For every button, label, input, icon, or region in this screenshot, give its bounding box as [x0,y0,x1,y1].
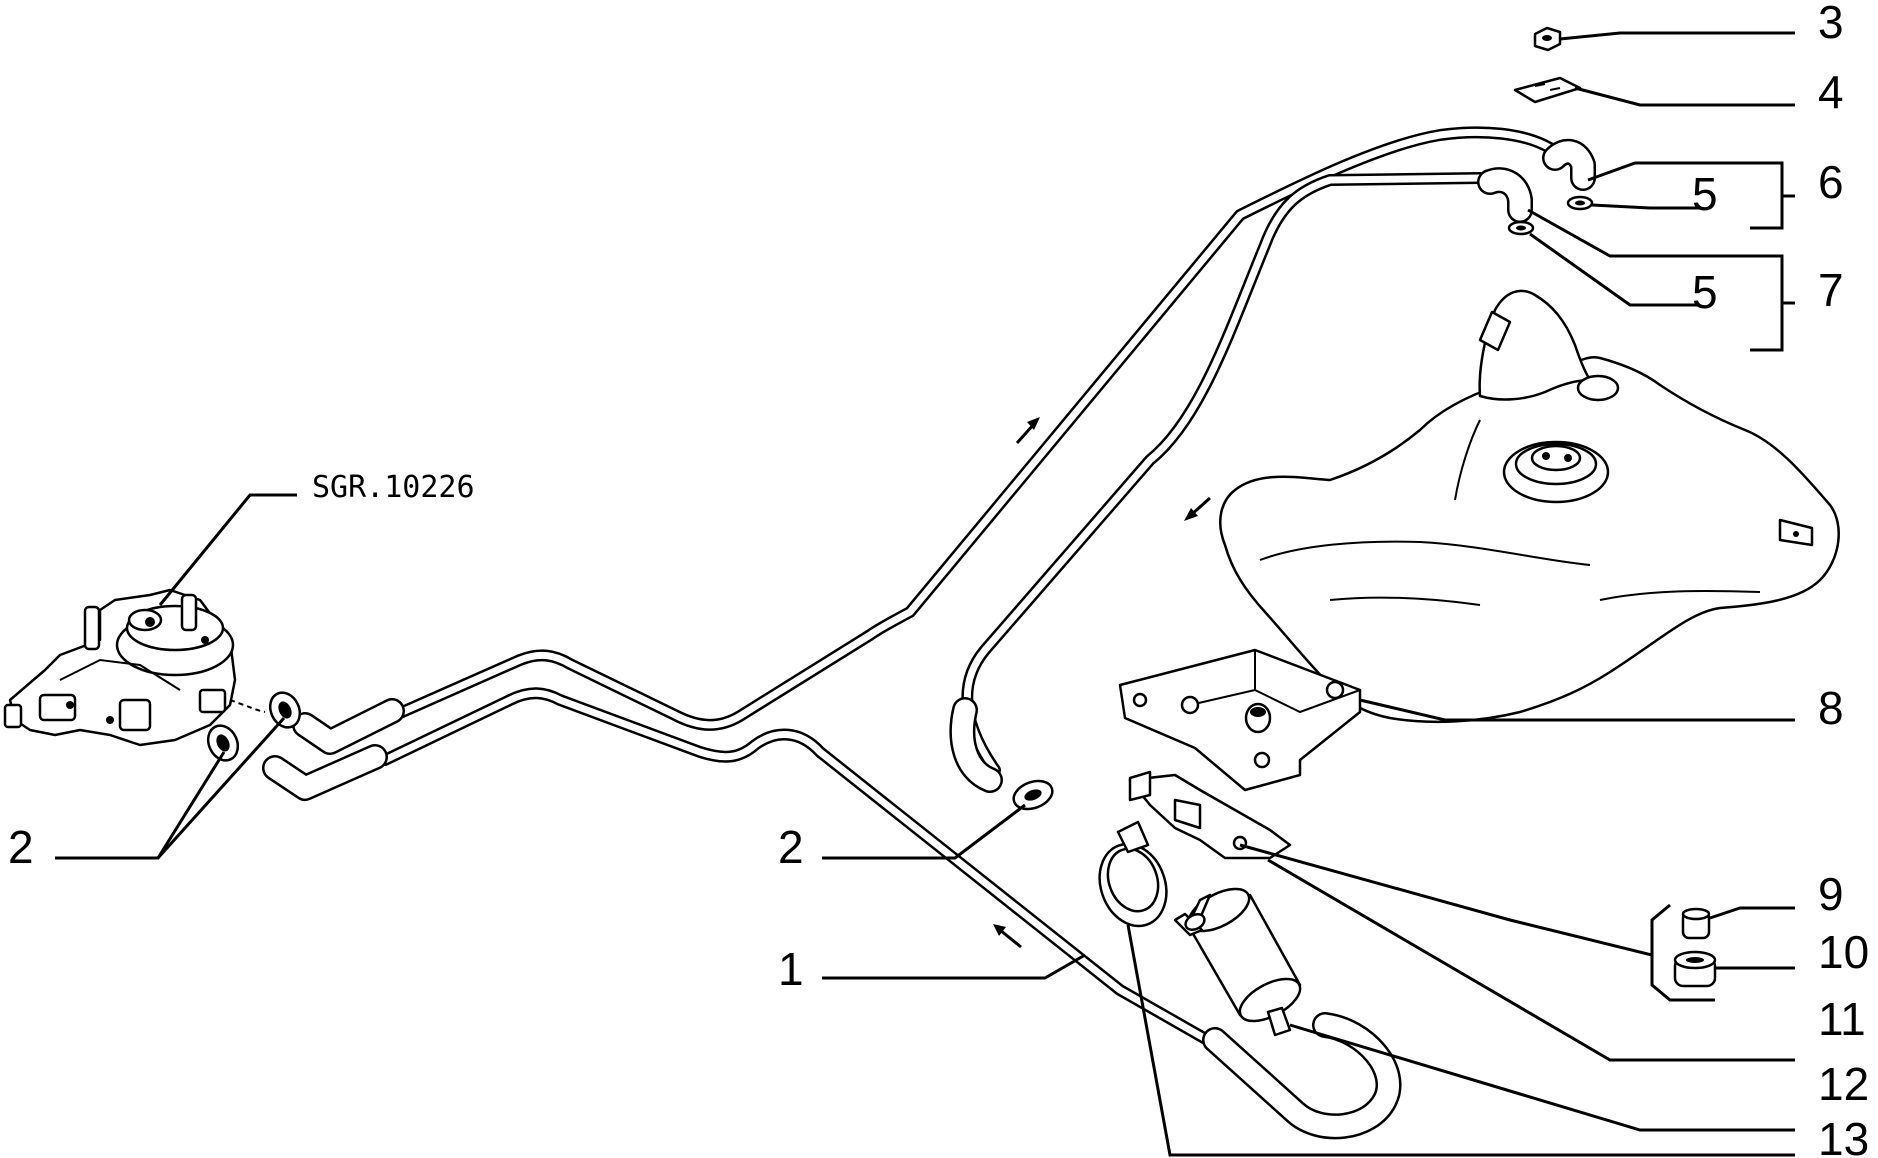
leader-lines [55,31,1795,1157]
hose-clip-left-lower [206,724,240,762]
callout-12: 12 [1818,1058,1869,1110]
washer-lower [1507,220,1535,236]
callout-11: 11 [1818,993,1866,1045]
fuel-pipes [262,126,1596,1140]
clip [1513,76,1582,104]
callout-2-mid: 2 [778,821,804,873]
callout-4: 4 [1818,66,1844,118]
callout-3: 3 [1818,0,1844,48]
callout-7: 7 [1818,264,1844,316]
filter-clamp [1098,820,1168,928]
tank-mount-bracket [1118,648,1362,792]
rubber-bush [1681,907,1711,940]
callout-10: 10 [1818,926,1869,978]
callout-13: 13 [1818,1113,1869,1158]
callout-6: 6 [1818,156,1844,208]
nut [1533,26,1562,52]
callout-2-left: 2 [8,821,34,873]
washer-upper [1566,195,1594,211]
arrow-up-left [993,924,1022,949]
rubber-grommet [1673,950,1717,988]
carburettor-assembly [3,588,266,747]
hose-clip-left-upper [268,691,302,729]
callout-9: 9 [1818,868,1844,920]
callout-5-lower: 5 [1692,266,1718,318]
callout-5-upper: 5 [1692,168,1718,220]
reference-code: SGR.10226 [312,470,475,505]
callout-8: 8 [1818,682,1844,734]
fuel-filter [1173,887,1302,1037]
arrow-up-right [1015,417,1040,445]
fuel-tank [1219,289,1840,724]
hose-clip-mid [1012,779,1054,811]
filter-bracket [1128,770,1292,860]
arrow-down-left [1184,496,1212,521]
callout-1: 1 [778,943,804,995]
